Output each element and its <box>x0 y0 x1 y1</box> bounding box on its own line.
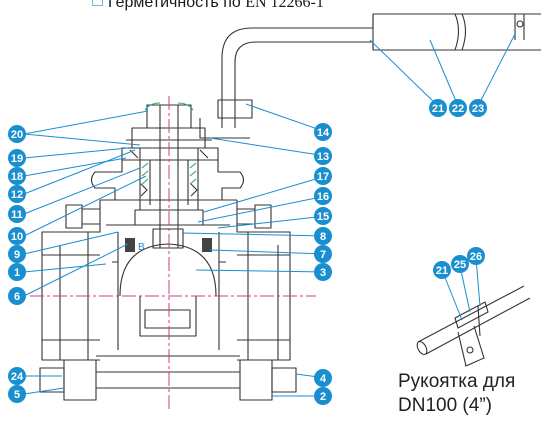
svg-text:22: 22 <box>452 103 464 115</box>
heading-standard: EN 12266-1 <box>245 0 324 11</box>
svg-text:4: 4 <box>320 373 327 385</box>
svg-text:21: 21 <box>432 103 444 115</box>
svg-text:15: 15 <box>317 211 329 223</box>
heading-text: Герметичность по <box>108 0 241 11</box>
callout-7: 7 <box>314 245 332 263</box>
svg-text:8: 8 <box>320 231 326 243</box>
svg-text:10: 10 <box>11 231 23 243</box>
handle-lever <box>199 13 541 139</box>
callout-8: 8 <box>314 227 332 245</box>
svg-text:25: 25 <box>454 259 466 271</box>
callouts: 20 19 18 12 11 10 9 1 6 24 5 14 13 17 16… <box>8 99 487 405</box>
caption-line-2: DN100 (4”) <box>398 395 492 416</box>
callout-26: 26 <box>467 247 485 265</box>
caption-line-1: Рукоятка для <box>398 371 516 392</box>
callout-5: 5 <box>8 385 26 403</box>
callout-14: 14 <box>314 123 332 141</box>
handle-detail <box>416 285 531 367</box>
callout-25: 25 <box>451 255 469 273</box>
callout-21-detail: 21 <box>433 261 451 279</box>
svg-text:7: 7 <box>320 249 326 261</box>
callout-19: 19 <box>8 149 26 167</box>
svg-text:12: 12 <box>11 189 23 201</box>
callout-10: 10 <box>8 227 26 245</box>
sealing-standard-heading: Герметичность по EN 12266-1 <box>92 0 324 12</box>
svg-text:23: 23 <box>472 103 484 115</box>
svg-text:19: 19 <box>11 153 23 165</box>
callout-16: 16 <box>314 187 332 205</box>
svg-text:11: 11 <box>11 209 23 221</box>
ball-and-seats <box>106 224 230 350</box>
checkbox-icon <box>92 0 103 6</box>
svg-text:3: 3 <box>320 267 326 279</box>
svg-text:17: 17 <box>317 171 329 183</box>
callout-4: 4 <box>314 369 332 387</box>
svg-text:16: 16 <box>317 191 329 203</box>
svg-text:13: 13 <box>317 151 329 163</box>
svg-text:26: 26 <box>470 251 482 263</box>
callout-3: 3 <box>314 263 332 281</box>
svg-text:2: 2 <box>320 391 326 403</box>
callout-13: 13 <box>314 147 332 165</box>
svg-text:14: 14 <box>317 127 330 139</box>
callout-23: 23 <box>469 99 487 117</box>
callout-1: 1 <box>8 263 26 281</box>
callout-6: 6 <box>8 287 26 305</box>
callout-17: 17 <box>314 167 332 185</box>
svg-text:20: 20 <box>11 129 23 141</box>
leader-lines <box>23 33 516 397</box>
svg-text:9: 9 <box>14 249 20 261</box>
section-mark-b: B <box>138 242 145 253</box>
callout-18: 18 <box>8 167 26 185</box>
callout-11: 11 <box>8 205 26 223</box>
centerlines <box>30 96 316 412</box>
callout-24: 24 <box>8 367 26 385</box>
svg-text:21: 21 <box>436 265 448 277</box>
svg-text:1: 1 <box>14 267 20 279</box>
handle-caption: Рукоятка для DN100 (4”) <box>398 370 515 418</box>
callout-22: 22 <box>449 99 467 117</box>
callout-15: 15 <box>314 207 332 225</box>
svg-text:5: 5 <box>14 389 20 401</box>
svg-text:6: 6 <box>14 291 20 303</box>
callout-12: 12 <box>8 185 26 203</box>
stem-and-nut <box>121 102 219 248</box>
callout-9: 9 <box>8 245 26 263</box>
callout-20: 20 <box>8 125 26 143</box>
callout-2: 2 <box>314 387 332 405</box>
callout-21: 21 <box>429 99 447 117</box>
svg-text:24: 24 <box>11 371 24 383</box>
svg-text:18: 18 <box>11 171 23 183</box>
